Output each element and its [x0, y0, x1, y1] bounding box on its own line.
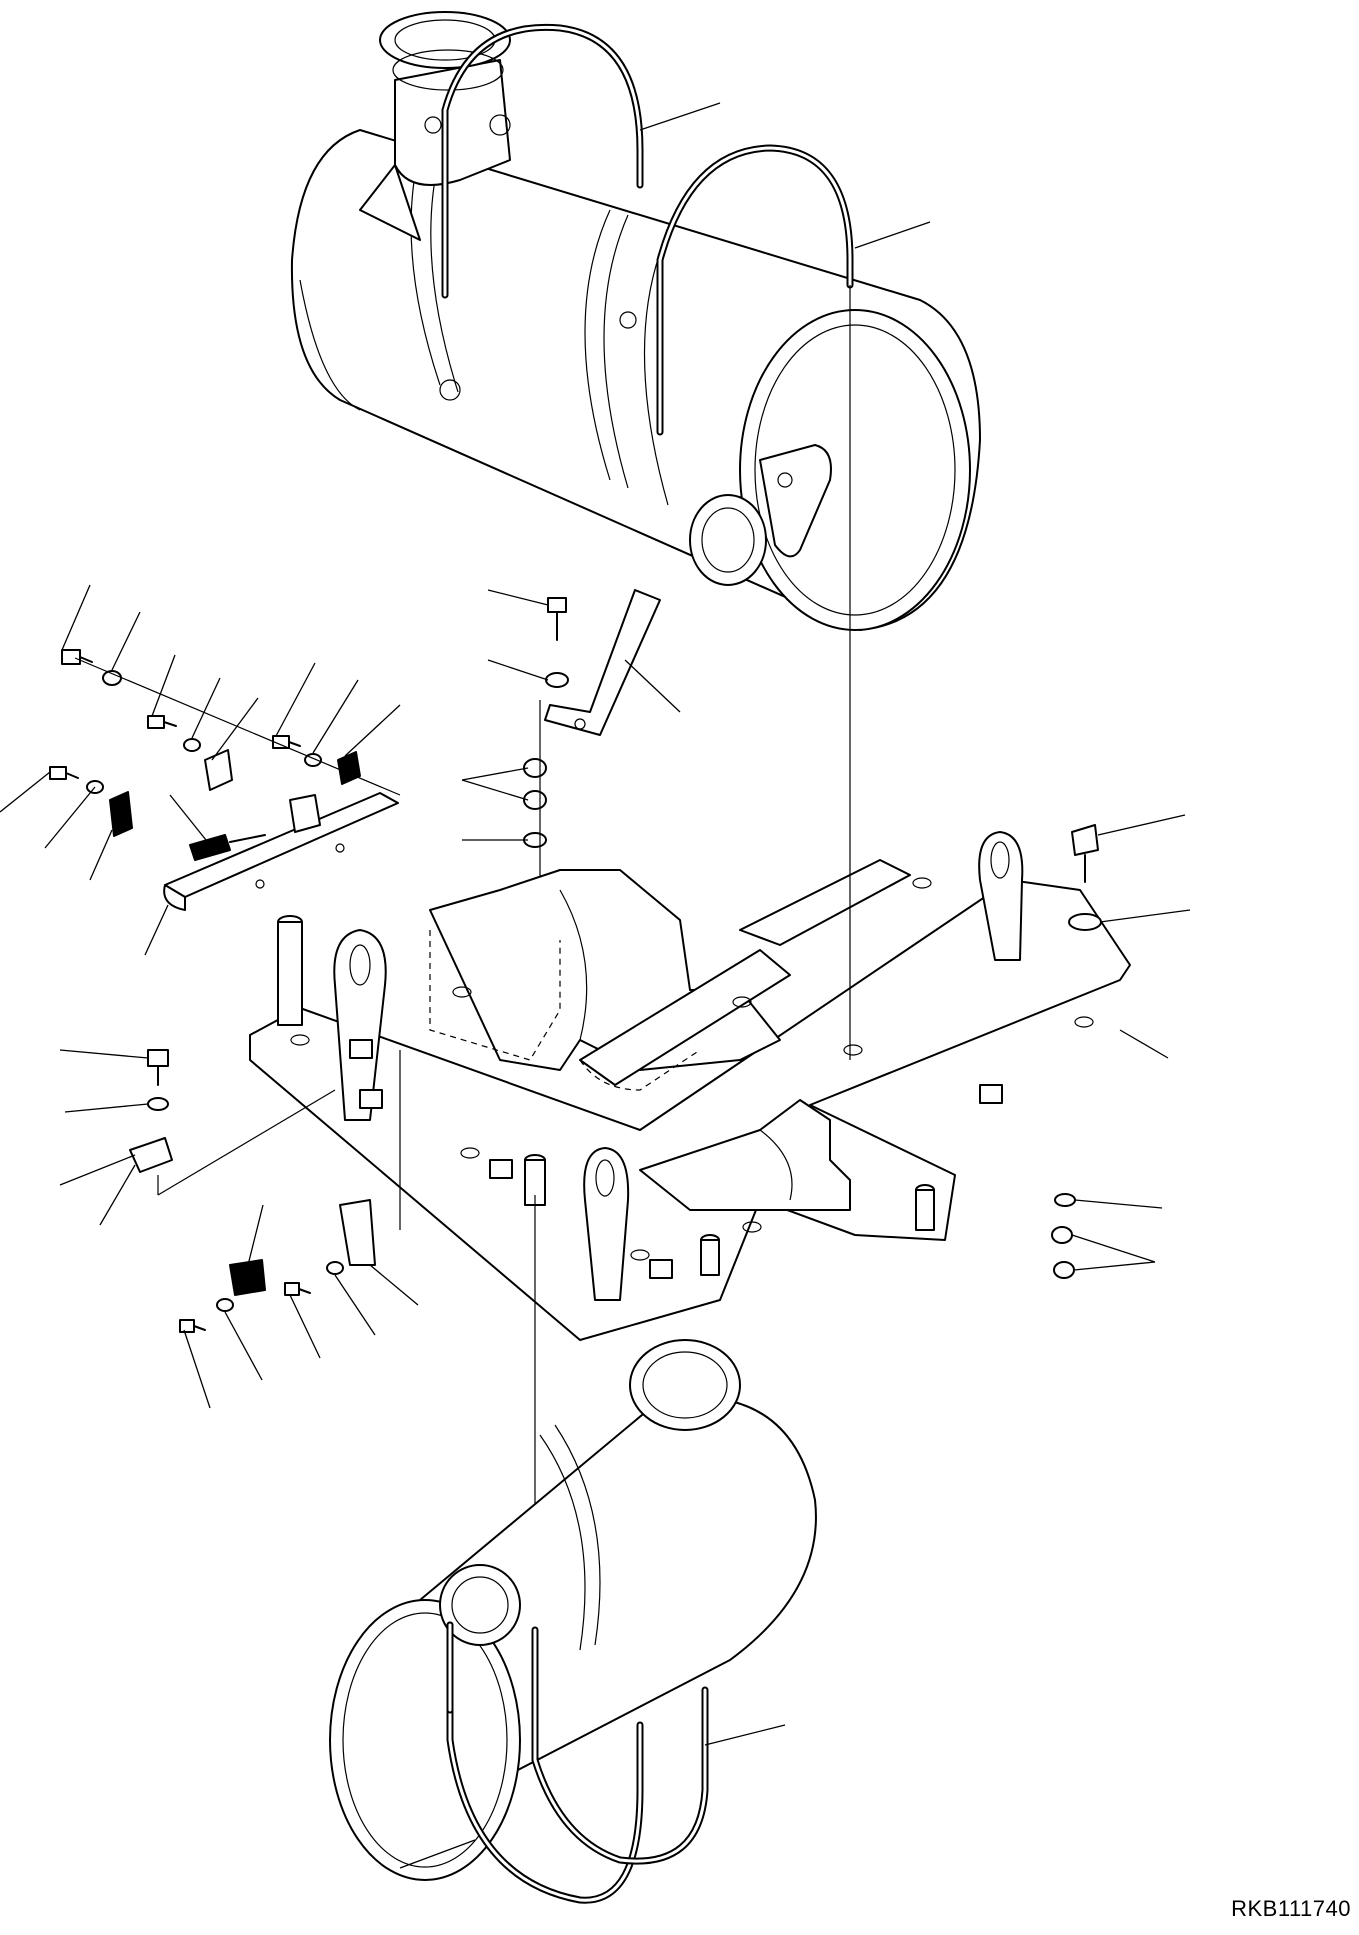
upper-muffler — [290, 11, 981, 631]
bolt — [272, 735, 301, 749]
u-bolt-lower-right — [531, 1626, 709, 1865]
washer — [183, 738, 201, 752]
drawing-reference-code: RKB111740 — [1231, 1896, 1351, 1921]
bolt — [179, 1319, 206, 1333]
post — [700, 1234, 720, 1276]
bolt — [61, 649, 93, 665]
post — [524, 1154, 546, 1206]
lower-muffler — [329, 1339, 817, 1881]
sensor — [189, 834, 266, 861]
bolt — [284, 1282, 311, 1296]
stay-bracket — [523, 589, 661, 880]
clamp — [337, 751, 361, 785]
right-hardware — [849, 285, 1102, 1279]
u-bolt-upper-left — [441, 23, 644, 299]
u-bolt-lower-left — [446, 1621, 644, 1904]
mounting-bracket-plate — [249, 831, 1131, 1341]
leader-lines — [0, 102, 1191, 1869]
bolt — [147, 715, 177, 729]
sensor-stay-assembly — [49, 649, 401, 911]
u-bolt-upper-right — [656, 144, 854, 436]
clamp — [204, 749, 233, 791]
post — [915, 1184, 935, 1231]
clamp — [109, 791, 133, 837]
bolt — [49, 766, 79, 780]
post — [277, 915, 303, 1026]
